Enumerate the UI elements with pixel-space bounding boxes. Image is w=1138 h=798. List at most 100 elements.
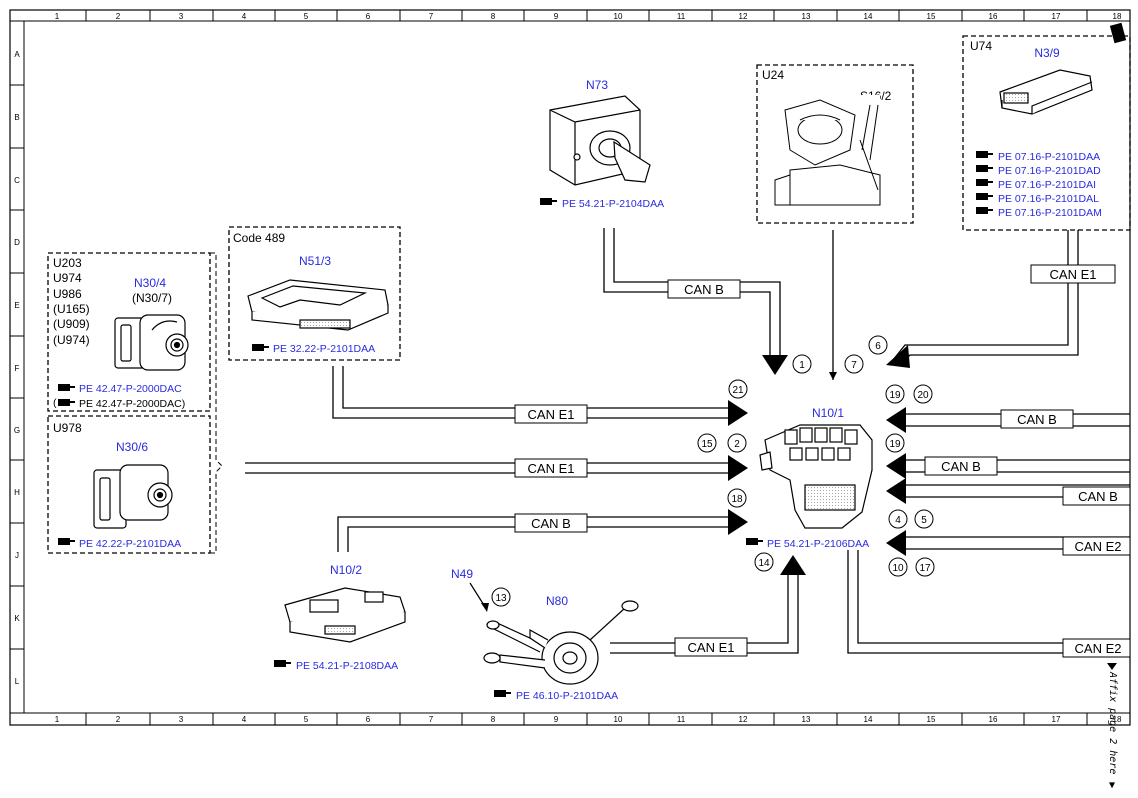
reference-pointer-icon — [58, 399, 75, 406]
reference-pointer-icon — [976, 193, 993, 200]
callout-circle: 19 — [885, 384, 905, 404]
col-label: 16 — [989, 12, 998, 21]
col-label: 18 — [1113, 715, 1122, 724]
reference-link: PE 07.16-P-2101DAD — [998, 165, 1101, 177]
bus-label-can-b: CAN B — [1017, 412, 1057, 427]
bus-label-can-e2: CAN E2 — [1075, 641, 1122, 656]
grid-column-ticks — [85, 10, 1088, 725]
control-unit-illustration — [999, 69, 1093, 115]
col-label: 1 — [55, 715, 60, 724]
arrow-right-icon — [728, 455, 748, 481]
option-code: U986 — [53, 287, 82, 301]
u978-group-box: U978 N30/6 PE 42.22-P-2101DAA — [47, 415, 211, 554]
col-label: 4 — [242, 715, 247, 724]
callout-circle: 13 — [491, 587, 511, 607]
col-label: 3 — [179, 715, 184, 724]
affix-note: Affix page 2 here ▼ — [1107, 663, 1118, 791]
callout-circle: 17 — [915, 557, 935, 577]
reference-pointer-icon — [746, 538, 763, 545]
reference-pointer-icon — [494, 690, 511, 697]
callout-circle: 4 — [888, 509, 908, 529]
reference-link: PE 07.16-P-2101DAL — [998, 193, 1099, 205]
row-label: J — [15, 551, 19, 560]
col-label: 6 — [366, 715, 371, 724]
svg-text:6: 6 — [875, 341, 881, 352]
col-label: 2 — [116, 12, 121, 21]
arrow-left-icon — [886, 407, 906, 433]
arrow-down-icon — [762, 355, 788, 375]
n73-component: N73 PE 54.21-P-2104DAA — [540, 78, 664, 210]
svg-text:4: 4 — [895, 515, 901, 526]
col-label: 15 — [927, 715, 936, 724]
col-label: 8 — [491, 715, 496, 724]
group-brace — [210, 252, 223, 554]
reference-link: PE 54.21-P-2106DAA — [767, 538, 869, 550]
col-label: 11 — [677, 12, 686, 21]
row-label: H — [14, 488, 20, 497]
bus-label-can-e1: CAN E1 — [1050, 267, 1097, 282]
col-label: 5 — [304, 12, 309, 21]
row-label: L — [15, 677, 20, 686]
svg-text:19: 19 — [889, 390, 901, 401]
bus-labels: CAN B CAN E1 CAN E1 CAN E1 CAN B CAN E1 … — [528, 267, 1122, 656]
callouts: 1 7 6 21 15 2 18 19 20 19 4 5 10 17 14 1… — [491, 335, 935, 607]
col-label: 18 — [1113, 12, 1122, 21]
row-label: B — [14, 113, 19, 122]
bus-label-can-b: CAN B — [1078, 489, 1118, 504]
svg-text:19: 19 — [889, 439, 901, 450]
bus-label-can-e2: CAN E2 — [1075, 539, 1122, 554]
component-label-n30-6: N30/6 — [116, 440, 148, 454]
n10-1-component: N10/1 PE 54.21-P-2106DAA — [746, 406, 873, 550]
bus-label-can-e1: CAN E1 — [528, 407, 575, 422]
reference-link: PE 07.16-P-2101DAM — [998, 207, 1102, 219]
option-code: U203 — [53, 256, 82, 270]
option-code: U974 — [53, 271, 82, 285]
row-label: C — [14, 176, 20, 185]
module-illustration — [284, 587, 406, 643]
col-label: 10 — [614, 715, 623, 724]
component-label-n51-3: N51/3 — [299, 254, 331, 268]
col-label: 14 — [864, 715, 873, 724]
reference-pointer-icon — [58, 384, 75, 391]
grid-column-labels-bottom: 1 2 3 4 5 6 7 8 9 10 11 12 13 14 15 16 1… — [55, 715, 1122, 724]
col-label: 14 — [864, 12, 873, 21]
arrow-right-icon — [728, 509, 748, 535]
col-label: 7 — [429, 715, 434, 724]
row-label: F — [15, 364, 20, 373]
u203-group-box: U203 U974 U986 (U165) (U909) (U974) N30/… — [47, 252, 211, 412]
reference-pointer-icon — [976, 179, 993, 186]
reference-link: PE 07.16-P-2101DAI — [998, 179, 1096, 191]
col-label: 16 — [989, 715, 998, 724]
component-label-n10-1: N10/1 — [812, 406, 844, 420]
row-label: K — [14, 614, 20, 623]
col-label: 17 — [1052, 715, 1061, 724]
reference-pointer-icon — [540, 198, 557, 205]
component-label-n10-2: N10/2 — [330, 563, 362, 577]
corner-marker-icon — [1109, 22, 1127, 44]
svg-text:13: 13 — [495, 593, 507, 604]
callout-circle: 18 — [727, 488, 747, 508]
arrow-heads — [728, 345, 910, 575]
reference-link: PE 54.21-P-2108DAA — [296, 660, 398, 672]
col-label: 9 — [554, 12, 559, 21]
arrow-left-icon — [886, 478, 906, 504]
u24-group-box: U24 S16/2 — [756, 64, 914, 224]
reference-link: PE 42.22-P-2101DAA — [79, 538, 181, 550]
grid-row-labels: A B C D E F G H J K L — [14, 50, 20, 686]
bus-label-can-b: CAN B — [684, 282, 724, 297]
u74-group-box: U74 N3/9 PE 07.16-P-2101DAA PE 07.16-P-2… — [962, 35, 1131, 231]
option-code: (U974) — [53, 333, 90, 347]
arrow-left-icon — [886, 530, 906, 556]
callout-circle: 6 — [868, 335, 888, 355]
col-label: 1 — [55, 12, 60, 21]
row-label: A — [14, 50, 20, 59]
reference-link: PE 54.21-P-2104DAA — [562, 198, 664, 210]
col-label: 12 — [739, 12, 748, 21]
callout-circle: 1 — [792, 354, 812, 374]
component-label-n73: N73 — [586, 78, 608, 92]
svg-text:7: 7 — [851, 360, 857, 371]
reference-paren-open: ( — [53, 397, 57, 409]
sensor-illustration — [114, 314, 189, 371]
col-label: 8 — [491, 12, 496, 21]
